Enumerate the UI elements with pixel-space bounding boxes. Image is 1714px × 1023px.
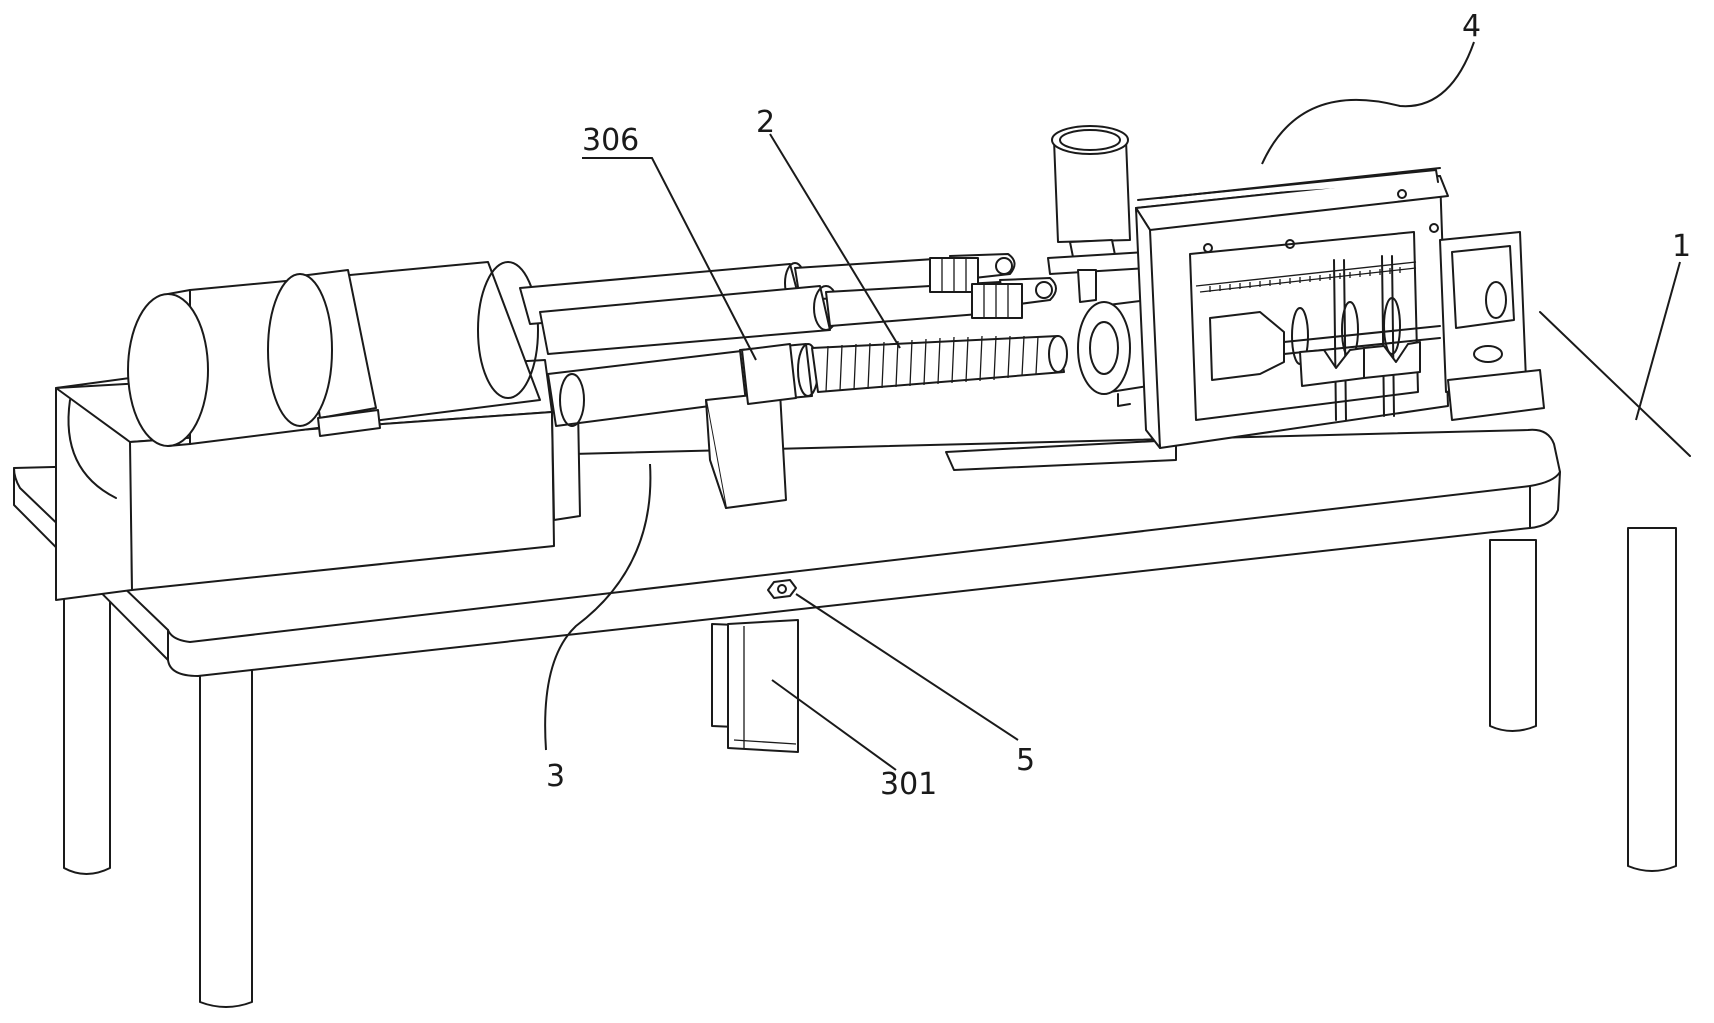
leader-306 [582, 157, 757, 361]
leader-2 [769, 133, 901, 349]
spring-2 [811, 335, 1068, 393]
leader-301 [771, 679, 897, 771]
support-bracket-301 [711, 619, 799, 753]
label-2: 2 [756, 105, 775, 140]
leg-front-right [1627, 527, 1677, 872]
hydraulic-rods [519, 253, 1057, 355]
leg-back-right [1489, 539, 1537, 732]
leader-1 [1635, 261, 1681, 421]
leg-back-left [63, 579, 111, 875]
leader-4 [1261, 41, 1475, 165]
label-4: 4 [1462, 9, 1481, 44]
label-3: 3 [546, 759, 565, 794]
leader-lines [544, 41, 1681, 771]
table-legs [63, 527, 1677, 1008]
end-block [1439, 231, 1545, 421]
label-306: 306 [582, 123, 639, 158]
labels: 306 2 4 1 3 5 301 [546, 9, 1691, 802]
leader-3 [544, 463, 652, 751]
table-slot [945, 439, 1177, 471]
leg-front-left [199, 669, 253, 1008]
label-5: 5 [1016, 743, 1035, 778]
main-cylinder [127, 261, 541, 447]
nut-5 [767, 579, 797, 599]
gear-box [1135, 167, 1449, 449]
label-1: 1 [1672, 229, 1691, 264]
leader-5 [795, 593, 1019, 741]
label-301: 301 [880, 767, 937, 802]
